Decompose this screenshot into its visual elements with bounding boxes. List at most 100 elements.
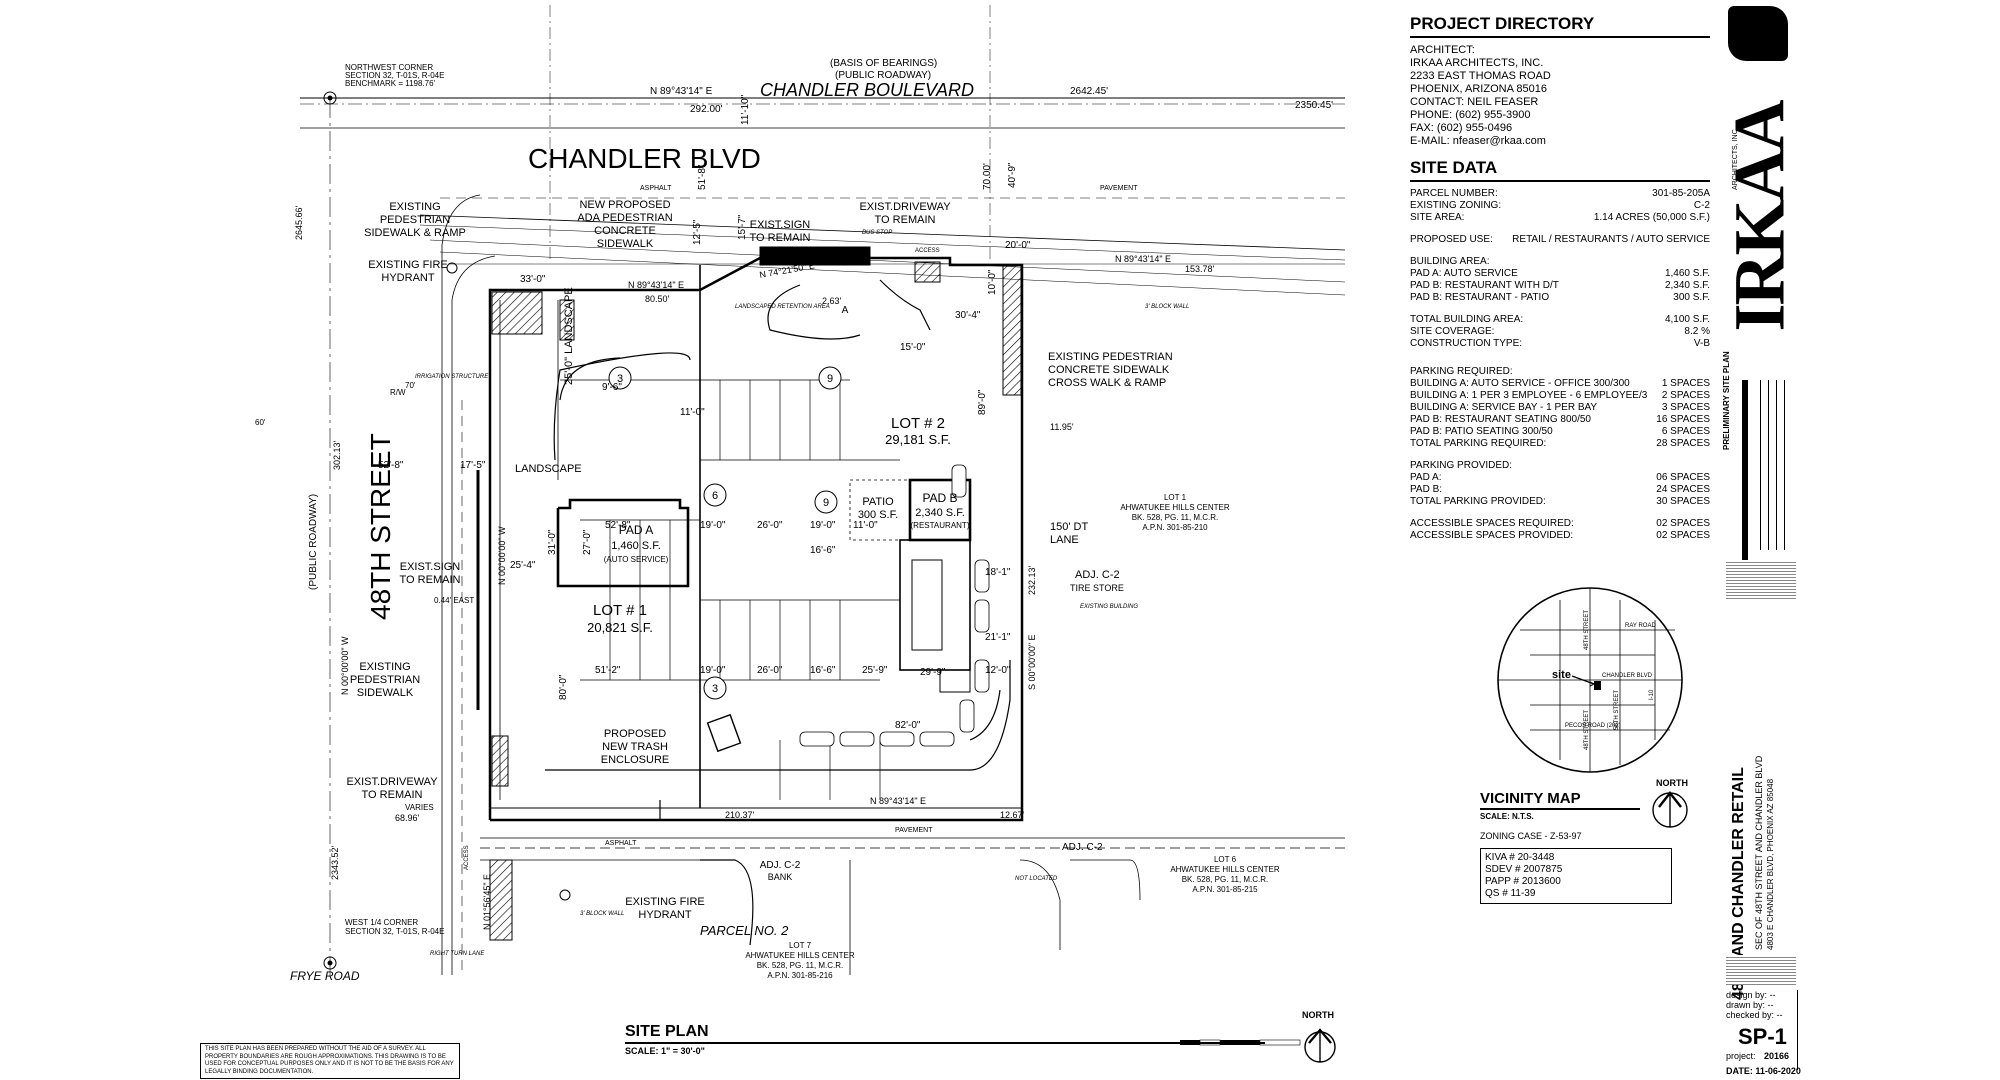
dim-25-4-label: 25'-4" xyxy=(510,560,536,571)
building-area-label: PAD B: RESTAURANT WITH D/T xyxy=(1410,280,1559,291)
dim-19-c-label: 19'-0" xyxy=(700,665,726,676)
vicinity-zoning: ZONING CASE - Z-53-97 xyxy=(1480,831,1582,841)
vicinity-chandler-label: CHANDLER BLVD xyxy=(1602,673,1653,679)
parking-required-value: 28 SPACES xyxy=(1656,438,1710,449)
block-wall-n-label: 3' BLOCK WALL xyxy=(1145,304,1189,310)
revision-grid xyxy=(1752,380,1792,550)
landscape-vertical-label: 25'-0" LANDSCAPE xyxy=(563,287,575,385)
bearing-n-label: N 89°43'14" E xyxy=(628,280,684,290)
site-data-value: 1.14 ACRES (50,000 S.F.) xyxy=(1593,212,1710,223)
dim-27-label: 27'-0" xyxy=(582,529,593,555)
parking-required-label: PAD B: PATIO SEATING 300/50 xyxy=(1410,426,1553,437)
vicinity-scale: SCALE: N.T.S. xyxy=(1480,812,1534,821)
directory-line: E-MAIL: nfeaser@rkaa.com xyxy=(1410,135,1546,147)
directory-line: 2233 EAST THOMAS ROAD xyxy=(1410,70,1551,82)
dim-11-10-label: 11'-10" xyxy=(740,94,751,125)
parking-required-value: 2 SPACES xyxy=(1661,390,1710,401)
parking-provided-value: 24 SPACES xyxy=(1656,484,1710,495)
lot1-east-2-label: AHWATUKEE HILLS CENTER xyxy=(1120,503,1230,512)
dim-varies-label: VARIES xyxy=(405,803,434,812)
exist-driveway-n-1-label: EXIST.DRIVEWAY xyxy=(859,201,951,213)
existing-ped-3-label: SIDEWALK & RAMP xyxy=(364,227,466,239)
trash-enclosure xyxy=(706,713,742,753)
project-address: SEC OF 48TH STREET AND CHANDLER BLVD xyxy=(1754,755,1764,950)
new-ada-1-label: NEW PROPOSED xyxy=(579,199,670,211)
exist-sign-n-2-label: TO REMAIN xyxy=(750,232,811,244)
parking-required-value: 3 SPACES xyxy=(1661,402,1710,413)
dim-26-a-label: 26'-0" xyxy=(757,520,783,531)
dim-9-6-label: 9'-6" xyxy=(602,382,622,393)
totals-value: 8.2 % xyxy=(1684,326,1710,337)
vicinity-48th-s-label: 48TH STREET xyxy=(1584,710,1590,750)
adj-c2-south-label: ADJ. C-2 xyxy=(1062,842,1103,853)
dim-82-label: 82'-0" xyxy=(895,720,921,731)
exist-sign-n-1-label: EXIST.SIGN xyxy=(750,219,811,231)
parking-provided-value: 06 SPACES xyxy=(1656,472,1710,483)
exist-sign-w-1-label: EXIST.SIGN xyxy=(400,561,461,573)
pavement-north-label: PAVEMENT xyxy=(1100,185,1138,192)
directory-line: ARCHITECT: xyxy=(1410,44,1475,56)
design-fields: design by: -- drawn by: -- checked by: -… xyxy=(1726,990,1806,1020)
directory-line: FAX: (602) 955-0496 xyxy=(1410,122,1513,134)
lot6-4-label: A.P.N. 301-85-215 xyxy=(1192,885,1258,894)
parking-required-value: 16 SPACES xyxy=(1656,414,1710,425)
trash-3-label: ENCLOSURE xyxy=(601,754,669,766)
building-pad-b xyxy=(849,478,972,693)
designed-by: design by: -- xyxy=(1726,990,1776,1000)
pad-b-area-label: 2,340 S.F. xyxy=(915,507,965,519)
building-area-value: 1,460 S.F. xyxy=(1664,268,1710,279)
48th-public-roadway-label: (PUBLIC ROADWAY) xyxy=(308,494,319,590)
project-number-row: project: 20166 xyxy=(1726,1051,1789,1061)
proposed-use-value: RETAIL / RESTAURANTS / AUTO SERVICE xyxy=(1512,234,1710,245)
bank-label: BANK xyxy=(768,872,793,882)
new-ada-4-label: SIDEWALK xyxy=(597,238,654,250)
parking-provided-label: PAD A: xyxy=(1410,472,1442,483)
dim-29-9-label: 29'-9" xyxy=(920,667,946,678)
dim-15-label: 15'-0" xyxy=(900,342,926,353)
dim-17-5-label: 17'-5" xyxy=(460,460,486,471)
west-quarter-1-label: WEST 1/4 CORNER xyxy=(345,918,418,927)
parking-required-value: 1 SPACES xyxy=(1661,378,1710,389)
parking-required-row: BUILDING A: 1 PER 3 EMPLOYEE - 6 EMPLOYE… xyxy=(1410,390,1710,402)
revision-line xyxy=(1784,380,1785,550)
dim-2350-label: 2350.45' xyxy=(1295,100,1333,111)
dim-18-1-label: 18'-1" xyxy=(985,567,1011,578)
vicinity-site-label: site xyxy=(1552,669,1571,681)
dim-52-8-label: 52'-8" xyxy=(378,460,404,471)
dim-40-9-label: 40'-9" xyxy=(1007,162,1018,188)
parking-provided-row: PAD A: 06 SPACES xyxy=(1410,472,1710,484)
pad-a-area-label: 1,460 S.F. xyxy=(611,540,661,552)
vicinity-title: VICINITY MAP xyxy=(1480,790,1640,810)
title-block: IRKAA ARCHITECTS, INC. PRELIMINARY SITE … xyxy=(1712,0,2000,1080)
building-area-value: 300 S.F. xyxy=(1673,292,1710,303)
existing-fire-2-label: HYDRANT xyxy=(381,272,434,284)
directory-line: PHONE: (602) 955-3900 xyxy=(1410,109,1531,121)
pad-b-label: PAD B xyxy=(922,491,957,505)
bus-stop-label: BUS STOP xyxy=(862,230,892,236)
parking-provided-label: TOTAL PARKING PROVIDED: xyxy=(1410,496,1546,507)
dim-68-96-label: 68.96' xyxy=(395,813,420,823)
dim-2645-label: 2645.66' xyxy=(294,205,304,240)
project-number-label: project: xyxy=(1726,1051,1756,1061)
dim-26-b-label: 26'-0" xyxy=(757,665,783,676)
site-data-label: SITE AREA: xyxy=(1410,212,1465,223)
existing-ped-2-label: PEDESTRIAN xyxy=(380,214,450,226)
proposed-use-row: PROPOSED USE:RETAIL / RESTAURANTS / AUTO… xyxy=(1410,234,1710,246)
dim-31-label: 31'-0" xyxy=(547,529,558,555)
lot1-label: LOT # 1 xyxy=(593,602,647,619)
site-plan-title-text: SITE PLAN xyxy=(625,1023,1265,1044)
permit-id: PAPP # 2013600 xyxy=(1485,876,1561,887)
adj-c2-east-label: ADJ. C-2 xyxy=(1075,569,1120,581)
trash-2-label: NEW TRASH xyxy=(602,741,668,753)
dim-60-label: 60' xyxy=(255,418,266,427)
totals-label: SITE COVERAGE: xyxy=(1410,326,1495,337)
title-block-bottom-rule xyxy=(1797,990,1798,1070)
exist-driveway-n-2-label: TO REMAIN xyxy=(875,214,936,226)
existing-fire-s-1-label: EXISTING FIRE xyxy=(625,896,704,908)
building-area-value: 2,340 S.F. xyxy=(1664,280,1710,291)
lot2-area-label: 29,181 S.F. xyxy=(885,432,951,447)
parking-provided-label: PAD B: xyxy=(1410,484,1443,495)
drive-thru-queue xyxy=(799,464,990,747)
vicinity-pecos-label: PECOS ROAD (202) xyxy=(1565,723,1621,729)
